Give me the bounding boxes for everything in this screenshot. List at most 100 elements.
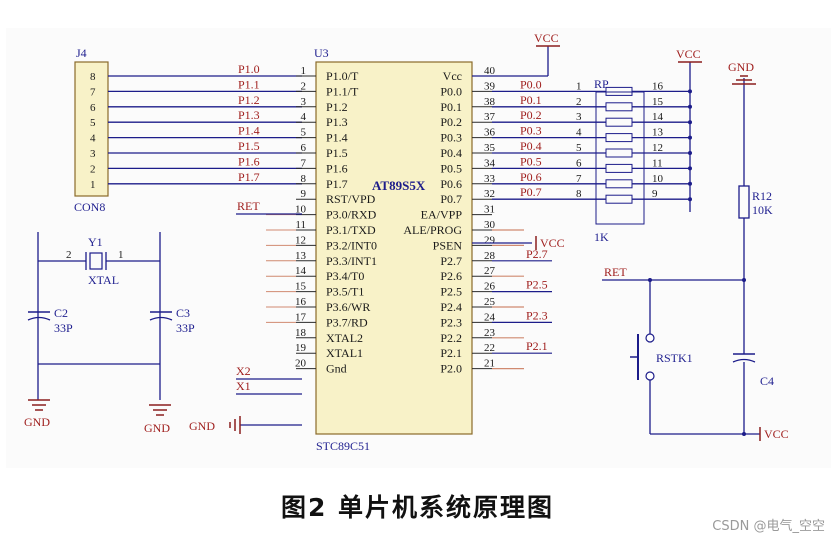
j4-pin-6: 6 <box>90 102 96 114</box>
u3-pin-number: 33 <box>484 173 496 185</box>
ea-vcc-label: VCC <box>540 236 565 250</box>
u3-pin-number: 25 <box>484 296 496 308</box>
u3-pin-name: P2.6 <box>440 269 462 283</box>
u3-pin-name: Gnd <box>326 362 347 376</box>
u3-pin-name: P0.5 <box>440 161 462 175</box>
u3-pin-name: P2.2 <box>440 331 462 345</box>
j4-pin-3: 3 <box>90 148 96 160</box>
u3-chip-name: AT89S5X <box>372 178 426 193</box>
p0-net-label: P0.5 <box>520 154 542 168</box>
u3-right-pins: 40Vcc39P0.038P0.137P0.236P0.335P0.434P0.… <box>403 65 495 376</box>
u3-pin-number: 2 <box>301 80 307 92</box>
p0-net-label: P0.2 <box>520 108 542 122</box>
j4-pin-2: 2 <box>90 163 96 175</box>
u3-pin-name: P1.0/T <box>326 69 359 83</box>
rp-pin-right: 15 <box>652 96 664 108</box>
u3-pin-number: 22 <box>484 342 495 354</box>
port1-wires: P1.0P1.1P1.2P1.3P1.4P1.5P1.6P1.7 <box>108 62 302 185</box>
u3-pin-name: P0.2 <box>440 115 462 129</box>
p1-net-label: P1.6 <box>238 154 260 168</box>
u3-pin-name: P2.3 <box>440 315 462 329</box>
j4-pin-7: 7 <box>90 86 96 98</box>
vcc-label-top: VCC <box>534 31 559 45</box>
p0-net-label: P0.4 <box>520 139 542 153</box>
p0-net-label: P0.1 <box>520 93 542 107</box>
u3-pin-name: ALE/PROG <box>403 223 462 237</box>
rp-pin-left: 8 <box>576 188 582 200</box>
u3-pin-number: 8 <box>301 173 307 185</box>
p1-net-label: P1.3 <box>238 108 260 122</box>
rp-pin-left: 5 <box>576 142 582 154</box>
c3-plate-bottom <box>149 316 173 321</box>
u3-pin-name: P3.2/INT0 <box>326 238 377 252</box>
u3-pin-name: P0.4 <box>440 146 462 160</box>
c3-gnd-label: GND <box>144 421 170 435</box>
watermark: CSDN @电气_空空 <box>712 519 825 534</box>
j4-ref: J4 <box>76 46 87 60</box>
xtal-ref: Y1 <box>88 235 103 249</box>
c3-value: 33P <box>176 321 195 335</box>
u3-pin-number: 3 <box>301 96 307 108</box>
xtal-crystal-body <box>89 252 103 270</box>
x2-label: X2 <box>236 364 251 378</box>
u3-pin-name: P2.5 <box>440 285 462 299</box>
c3-ref: C3 <box>176 306 190 320</box>
u3-pin-number: 29 <box>484 234 496 246</box>
u3-pin-number: 20 <box>295 358 307 370</box>
rp-pin-left: 4 <box>576 127 582 139</box>
p1-net-label: P1.2 <box>238 93 260 107</box>
xtal-pin-left: 2 <box>66 249 72 261</box>
u3-pin-number: 35 <box>484 142 496 154</box>
reset-vcc-junction <box>742 432 746 436</box>
j4-pin-1: 1 <box>90 179 96 191</box>
rstk-contact-top <box>645 333 655 343</box>
c2-ref: C2 <box>54 306 68 320</box>
c4-plate-bottom <box>732 358 756 363</box>
rstk-contact-bottom <box>645 371 655 381</box>
rp-pin-right: 16 <box>652 80 664 92</box>
u3-pin-number: 23 <box>484 327 496 339</box>
u3-pin-number: 7 <box>301 157 307 169</box>
p1-net-label: P1.1 <box>238 77 260 91</box>
u3-pin-number: 11 <box>295 219 306 231</box>
figure-caption: 图2 单片机系统原理图 <box>280 493 555 522</box>
xtal-value: XTAL <box>88 273 119 287</box>
u3-pin-name: P0.0 <box>440 84 462 98</box>
u3-pin-number: 28 <box>484 250 496 262</box>
u3-pin-name: P3.0/RXD <box>326 208 377 222</box>
rp-ref: RP <box>594 77 609 91</box>
p2-net-label: P2.5 <box>526 278 548 292</box>
rp-value: 1K <box>594 230 609 244</box>
rp-pin-right: 14 <box>652 111 664 123</box>
u3-pin-name: EA/VPP <box>421 208 463 222</box>
u3-pin-name: P2.0 <box>440 362 462 376</box>
u3-pin-name: XTAL1 <box>326 346 363 360</box>
rp-pin-left: 3 <box>576 111 582 123</box>
xtal-pin-right: 1 <box>118 249 124 261</box>
u3-pin-number: 4 <box>301 111 307 123</box>
u3-pin-number: 6 <box>301 142 307 154</box>
u3-pin-name: P3.3/INT1 <box>326 254 377 268</box>
u3-pin-name: P1.6 <box>326 161 348 175</box>
u3-pin-name: P1.5 <box>326 146 348 160</box>
u3-pin-name: P3.1/TXD <box>326 223 376 237</box>
j4-pin-4: 4 <box>90 133 96 145</box>
u3-chip-body <box>315 61 473 435</box>
u3-pin-number: 12 <box>295 234 306 246</box>
reset-vcc-label: VCC <box>764 427 789 441</box>
u3-pin-number: 37 <box>484 111 496 123</box>
u3-pin-number: 10 <box>295 204 307 216</box>
rp-pin-right: 9 <box>652 188 658 200</box>
u3-pin-name: XTAL2 <box>326 331 363 345</box>
ret-label-right: RET <box>604 265 627 279</box>
j4-pin-8: 8 <box>90 71 96 83</box>
u3-pin-name: P1.1/T <box>326 84 359 98</box>
u3-pin-number: 14 <box>295 265 307 277</box>
u3-pin-name: P1.3 <box>326 115 348 129</box>
rp-pin-right: 13 <box>652 127 664 139</box>
u3-pin-number: 16 <box>295 296 307 308</box>
u3-pin-number: 13 <box>295 250 307 262</box>
